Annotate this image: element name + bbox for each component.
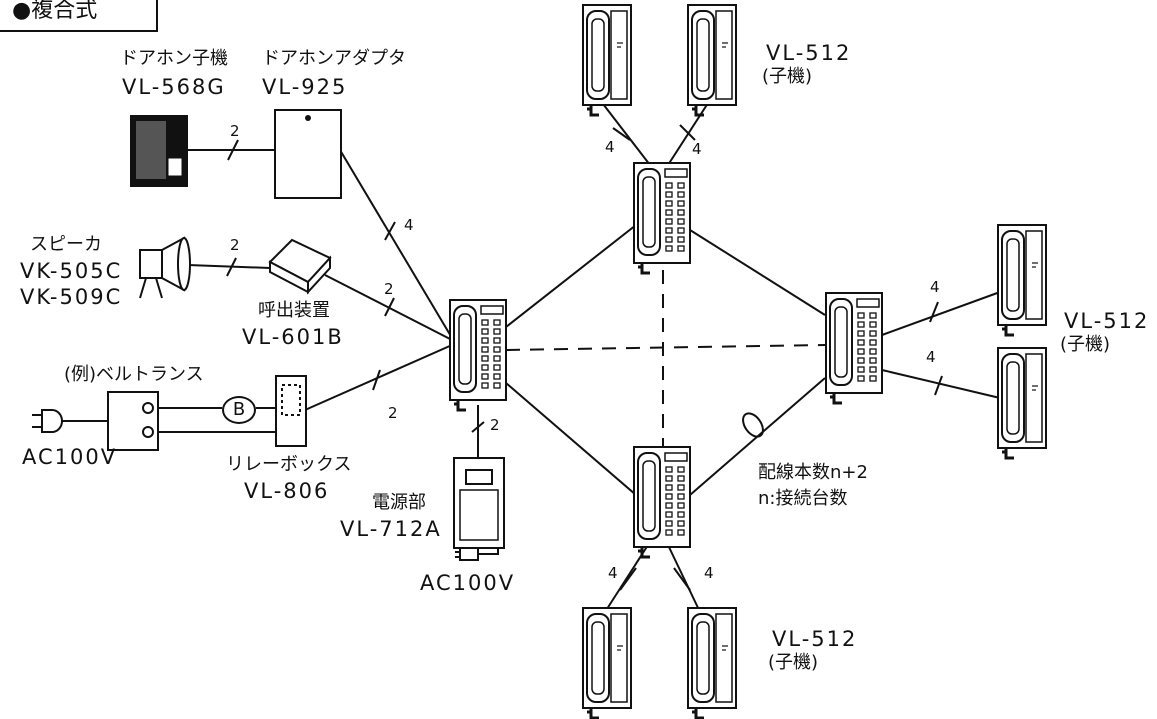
wiring-note-line1: 配線本数n+2 [758,462,868,483]
right-sub-model: VL-512 [1064,309,1150,333]
bottom-sub-model: VL-512 [772,627,858,651]
wire-count-relay-main: 2 [388,404,398,422]
adapter-title: ドアホンアダプタ [262,48,406,69]
wire-bundle-marker [742,412,764,438]
wire-lines [60,99,1001,613]
sub-unit-right-upper [996,223,1048,337]
power-model: VL-712A [340,517,442,541]
caller-title: 呼出装置 [258,300,330,321]
wire-count-doorphone-adapter: 2 [230,122,240,140]
bottom-sub-caption: (子機) [768,652,819,673]
wire-count-right-upper: 4 [930,278,940,296]
speaker-model-1: VK-505C [20,259,123,283]
master-unit-top [632,161,692,275]
bell-transformer [107,391,159,451]
wire-count-right-lower: 4 [926,348,936,366]
wire-count-bottom-left: 4 [608,564,618,582]
power-title: 電源部 [372,492,426,513]
speaker-title: スピーカ [30,234,102,255]
doorphone-unit [130,115,188,187]
plug-left [32,409,63,433]
diagram-title: ●複合式 [12,0,98,23]
wire-count-caller-main: 2 [384,280,394,298]
bell-symbol-letter: B [232,399,246,420]
sub-unit-top-left [581,3,633,117]
wire-count-speaker-caller: 2 [230,236,240,254]
bell-symbol: B [222,396,256,424]
adapter-model: VL-925 [262,75,348,99]
ac-power-label: AC100V [420,571,516,595]
top-sub-model: VL-512 [766,41,852,65]
ac-left-label: AC100V [22,445,118,469]
power-supply [453,457,505,561]
wire-count-main-power: 2 [490,416,500,434]
diagram-title-box: ●複合式 [0,0,158,32]
master-unit-right [824,291,884,405]
speaker-horn [139,236,191,299]
wire-count-top-right: 4 [692,140,702,158]
dashed-links [505,270,827,450]
tick-marks [226,124,943,591]
relay-title: リレーボックス [226,454,352,475]
speaker-model-2: VK-509C [20,285,123,309]
doorphone-adapter [274,109,342,199]
caller-model: VL-601B [242,325,344,349]
relay-model: VL-806 [244,479,330,503]
relay-box [275,375,307,447]
sub-unit-right-lower [996,346,1048,460]
wire-count-adapter-main: 4 [404,216,414,234]
sub-unit-bottom-right [686,606,738,719]
doorphone-title: ドアホン子機 [120,48,228,69]
sub-unit-bottom-left [581,606,633,719]
caller-device [268,238,332,295]
wire-count-bottom-right: 4 [704,564,714,582]
bell-transformer-title: (例)ベルトランス [64,364,204,385]
doorphone-model: VL-568G [122,75,226,99]
right-sub-caption: (子機) [1060,334,1111,355]
wiring-note-line2: n:接続台数 [758,488,848,509]
master-unit-bottom [632,445,692,559]
sub-unit-top-right [686,3,738,117]
wire-count-top-left: 4 [605,138,615,156]
top-sub-caption: (子機) [762,66,813,87]
master-unit-center [448,298,508,412]
